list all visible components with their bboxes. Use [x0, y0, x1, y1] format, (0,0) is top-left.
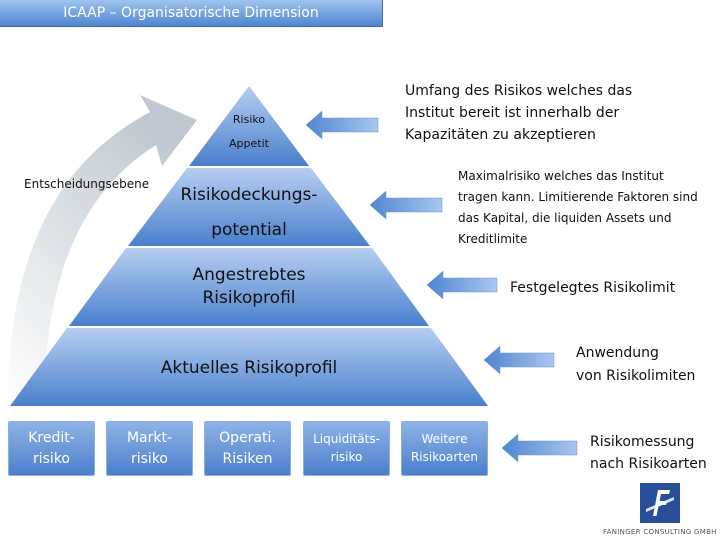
pyramid-level-risk-capacity: [128, 168, 370, 246]
arrow-icon: [501, 433, 578, 463]
arrow-icon: [305, 110, 379, 140]
pyramid-label-target-risk-profile: Angestrebtes Risikoprofil: [192, 265, 306, 308]
arrow-icon: [426, 270, 498, 300]
risk-box-operational: Operati.Risiken: [204, 421, 291, 476]
description-risk-capacity: Maximalrisiko welches das Institut trage…: [458, 169, 698, 246]
risk-box-credit: Kredit-risiko: [8, 421, 95, 476]
pyramid-label-risk-appetite: Risiko Appetit: [229, 113, 269, 150]
pyramid-level-target-risk-profile: [69, 248, 429, 326]
pyramid-level-current-risk-profile: [10, 328, 488, 406]
pyramid-label-risk-capacity: Risikodeckungs- potential: [180, 185, 318, 240]
description-risk-measurement: Risikomessung nach Risikoarten: [590, 434, 707, 472]
company-name: FANINGER CONSULTING GMBH: [603, 528, 717, 536]
description-apply-limits: Anwendung von Risikolimiten: [576, 345, 696, 384]
decision-level-curved-arrow: [8, 95, 197, 405]
company-logo-icon: [640, 483, 680, 523]
arrow-icon: [483, 345, 555, 375]
pyramid-level-risk-appetite: [189, 86, 309, 166]
pyramid-label-current-risk-profile: Aktuelles Risikoprofil: [160, 358, 338, 378]
decision-level-label: Entscheidungsebene: [24, 177, 150, 191]
description-risk-appetite: Umfang des Risikos welches das Institut …: [405, 83, 633, 143]
risk-box-market: Markt-risiko: [106, 421, 193, 476]
arrow-icon: [369, 190, 443, 220]
description-risk-limit: Festgelegtes Risikolimit: [510, 280, 676, 296]
risk-box-liquidity: Liquiditäts-risiko: [303, 421, 390, 476]
slide-title: ICAAP – Organisatorische Dimension: [0, 0, 383, 27]
